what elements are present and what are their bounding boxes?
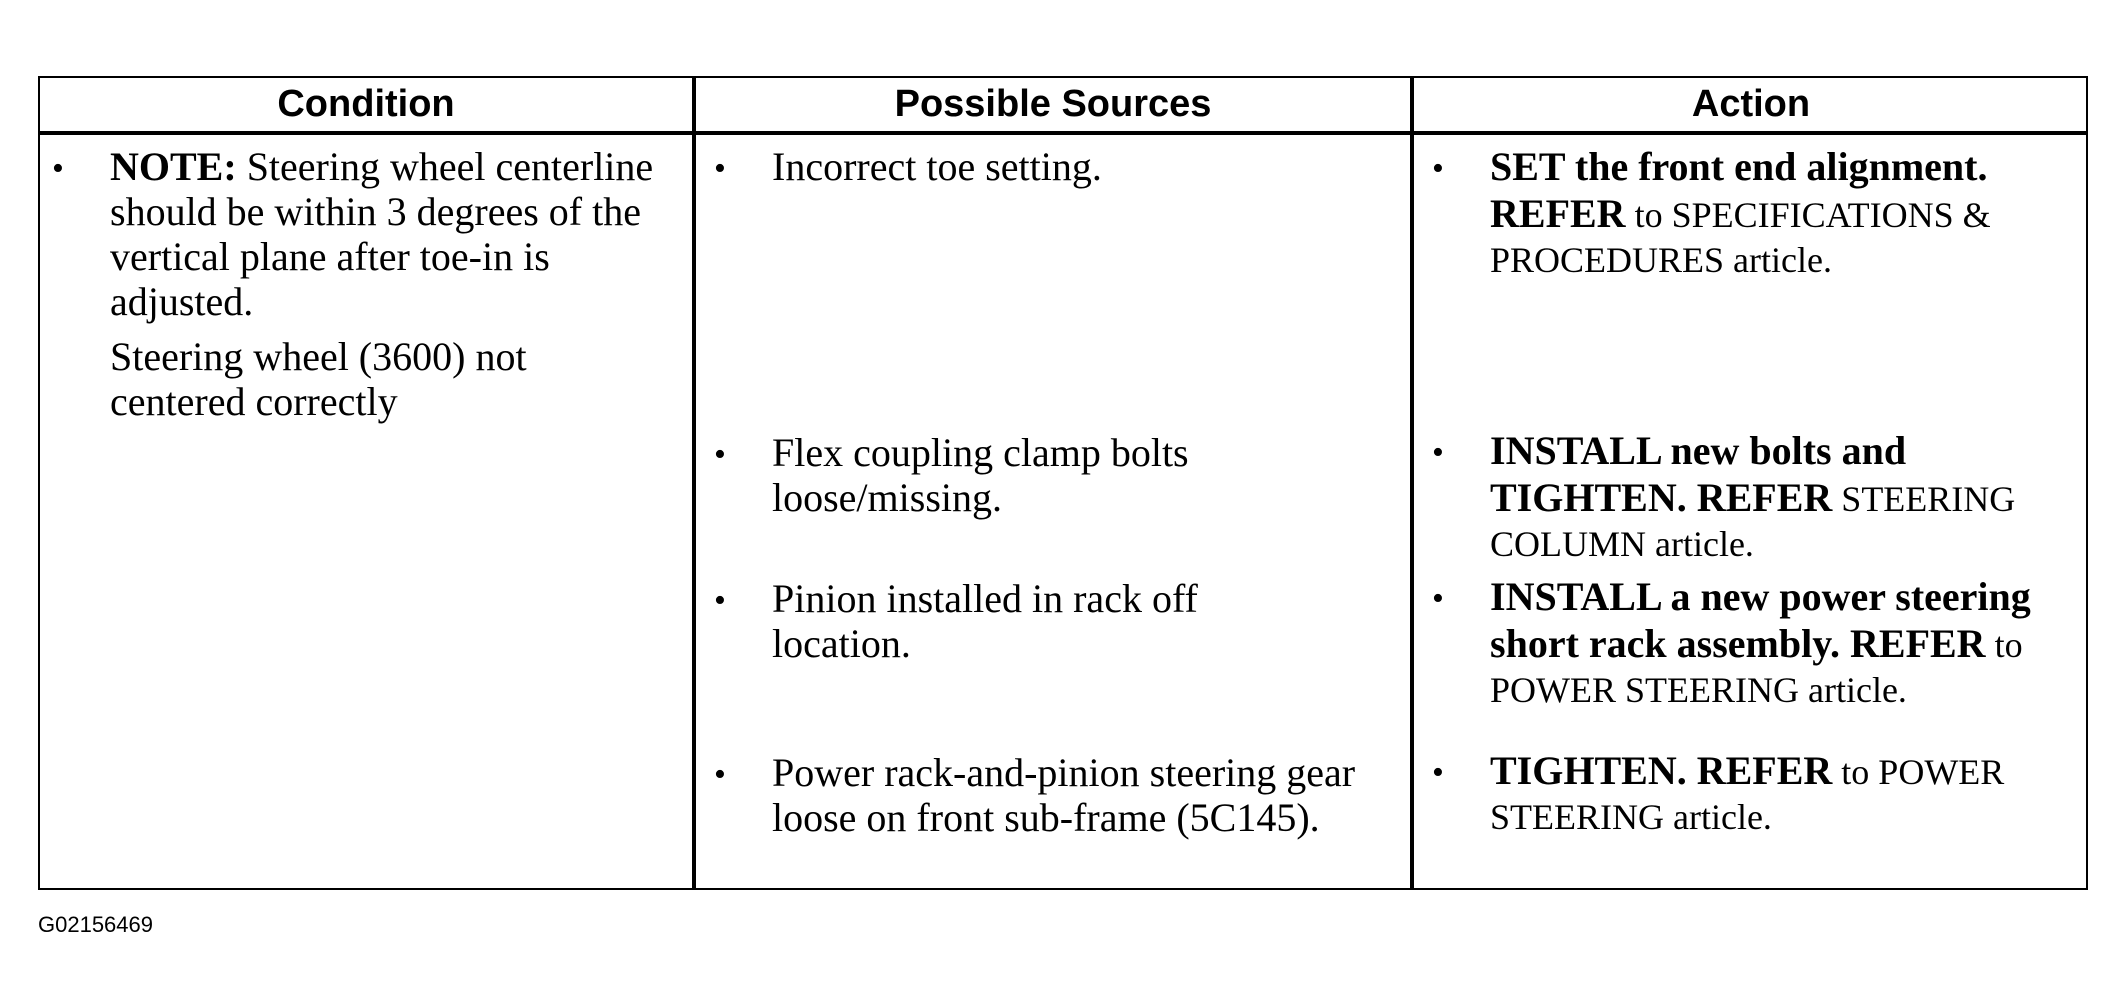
action-item: INSTALL new bolts and TIGHTEN. REFER STE… [1490,428,2090,567]
bullet: • [1432,434,1444,471]
source-item: Pinion installed in rack off location. [772,576,1198,666]
action-text: to POWER STEERING article. [1490,625,2023,710]
action-item: TIGHTEN. REFER to POWER STEERING article… [1490,748,2080,840]
action-text: to SPECIFICATIONS & PROCEDURES article. [1490,195,1991,280]
source-item: Flex coupling clamp bolts loose/missing. [772,430,1189,520]
bullet: • [714,150,726,187]
action-item: SET the front end alignment. REFER to SP… [1490,144,2050,283]
bullet: • [714,582,726,619]
header-possible-sources: Possible Sources [894,83,1212,125]
bullet: • [1432,580,1444,617]
bullet: • [1432,754,1444,791]
bullet: • [52,150,64,187]
bullet: • [714,756,726,793]
note-label: NOTE: [110,144,237,189]
condition-text: Steering wheel (3600) not centered corre… [110,334,527,424]
note-text: Steering wheel centerline should be with… [110,144,654,324]
action-text-bold: INSTALL new bolts and TIGHTEN. REFER [1490,428,1907,520]
source-item: Incorrect toe setting. [772,144,1102,189]
header-action: Action [1691,83,1811,125]
action-text: to POWER STEERING article. [1490,752,2005,837]
header-divider [40,131,2086,135]
action-item: INSTALL a new power steering short rack … [1490,574,2050,713]
action-text-bold: TIGHTEN. REFER [1490,748,1833,793]
column-divider [692,78,696,888]
source-item: Power rack-and-pinion steering gear loos… [772,750,1356,840]
figure-id: G02156469 [38,912,153,937]
action-text-bold: SET the front end alignment. [1490,144,1988,189]
diagnosis-table: Condition Possible Sources Action • NOTE… [38,76,2088,890]
bullet: • [1432,150,1444,187]
action-text-bold: INSTALL a new power steering short rack … [1490,574,2031,666]
bullet: • [714,436,726,473]
action-text-bold: REFER [1490,191,1626,236]
action-text: STEERING COLUMN article. [1490,479,2016,564]
header-condition: Condition [277,83,455,125]
column-divider [1410,78,1414,888]
condition-note: NOTE: Steering wheel centerline should b… [110,144,670,324]
